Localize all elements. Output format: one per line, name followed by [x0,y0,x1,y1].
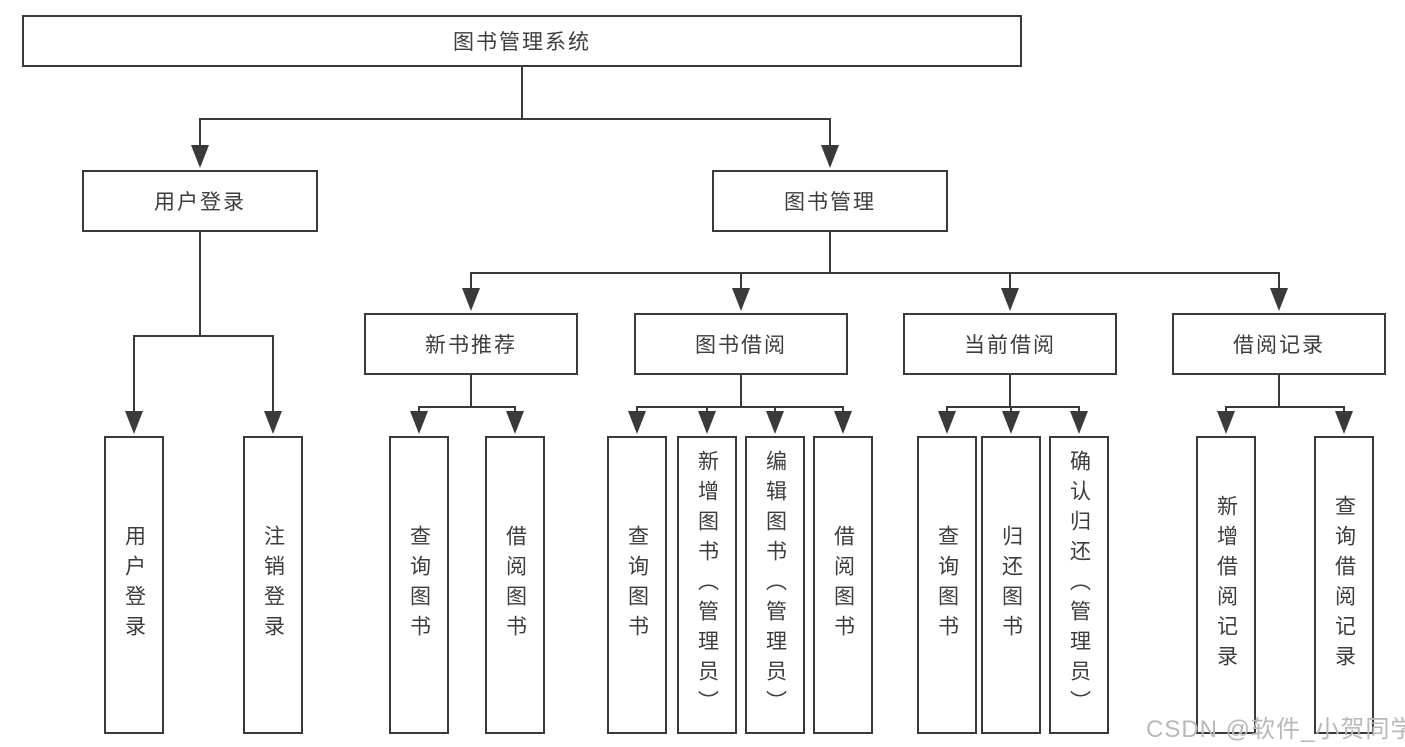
connector-stem [740,373,742,408]
connector-stem [470,373,472,408]
leaf-add-books-admin: 新增图书（管理员） [677,436,737,734]
arrowhead-down [628,411,646,434]
arrowhead-down [1335,411,1353,434]
leaf-borrow-books-2: 借阅图书 [813,436,873,734]
connector-stem [272,335,274,413]
leaf-borrow-books-1: 借阅图书 [485,436,545,734]
connector-split-new-book [418,406,516,408]
arrowhead-down [462,288,480,311]
leaf-query-borrow-record: 查询借阅记录 [1314,436,1374,734]
leaf-logout-login: 注销登录 [243,436,303,734]
connector-stem [418,406,420,414]
connector-stem [946,406,948,414]
leaf-user-login: 用户登录 [104,436,164,734]
connector-stem [199,118,201,147]
arrowhead-down [1217,411,1235,434]
leaf-confirm-return-admin: 确认归还（管理员） [1049,436,1109,734]
connector-stem [706,406,708,414]
arrowhead-down [125,411,143,434]
connector-split-current-borrow [946,406,1080,408]
connector-stem [740,272,742,290]
node-book-management: 图书管理 [712,170,948,232]
connector-stem [1009,272,1011,290]
connector-root-stem [521,65,523,120]
connector-split-book-management [470,272,1280,274]
arrowhead-down [821,145,839,168]
arrowhead-down [938,411,956,434]
connector-stem [1010,406,1012,414]
leaf-edit-books-admin: 编辑图书（管理员） [745,436,805,734]
arrowhead-down [264,411,282,434]
connector-split-borrow-records [1225,406,1345,408]
leaf-return-books: 归还图书 [981,436,1041,734]
node-book-borrow: 图书借阅 [634,313,848,375]
connector-stem [842,406,844,414]
arrowhead-down [410,411,428,434]
arrowhead-down [191,145,209,168]
arrowhead-down [732,288,750,311]
connector-stem [1278,272,1280,290]
node-borrow-records: 借阅记录 [1172,313,1386,375]
connector-stem [1078,406,1080,414]
connector-stem [133,335,135,413]
connector-stem [774,406,776,414]
leaf-query-books-1: 查询图书 [389,436,449,734]
leaf-add-borrow-record: 新增借阅记录 [1196,436,1256,734]
arrowhead-down [766,411,784,434]
connector-stem [514,406,516,414]
watermark: CSDN @软件_小贺同学 [1146,716,1405,743]
connector-stem [829,230,831,274]
node-new-book-recommend: 新书推荐 [364,313,578,375]
arrowhead-down [1001,288,1019,311]
arrowhead-down [506,411,524,434]
connector-split-book-borrow [636,406,844,408]
connector-stem [199,230,201,337]
arrowhead-down [1270,288,1288,311]
node-current-borrow: 当前借阅 [903,313,1117,375]
connector-split-user-login [133,335,274,337]
arrowhead-down [698,411,716,434]
arrowhead-down [834,411,852,434]
node-user-login: 用户登录 [82,170,318,232]
arrowhead-down [1070,411,1088,434]
connector-split-level2 [199,118,831,120]
connector-stem [1343,406,1345,414]
leaf-query-books-2: 查询图书 [607,436,667,734]
connector-stem [636,406,638,414]
connector-stem [1278,373,1280,408]
connector-stem [1225,406,1227,414]
arrowhead-down [1002,411,1020,434]
connector-stem [829,118,831,147]
node-root: 图书管理系统 [22,15,1022,67]
connector-stem [470,272,472,290]
connector-stem [1009,373,1011,408]
leaf-query-books-3: 查询图书 [917,436,977,734]
